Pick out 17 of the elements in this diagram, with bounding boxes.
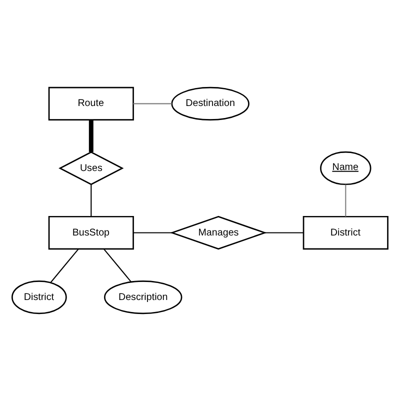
node-ellipse: Destination <box>171 86 250 120</box>
node-box: BusStop <box>48 215 134 250</box>
node-box: District <box>302 215 388 250</box>
node-box: Route <box>48 86 134 120</box>
connector <box>104 248 132 282</box>
connector <box>90 184 92 216</box>
node-diamond: Uses <box>58 150 124 185</box>
connector <box>50 248 79 282</box>
connector <box>345 184 346 216</box>
node-ellipse: Name <box>320 150 372 185</box>
node-diamond: Manages <box>170 215 267 250</box>
connector <box>88 120 94 152</box>
connector <box>264 232 304 233</box>
connector <box>133 102 172 104</box>
node-ellipse: Description <box>104 280 182 314</box>
node-ellipse: District <box>12 280 67 314</box>
connector <box>133 232 172 233</box>
